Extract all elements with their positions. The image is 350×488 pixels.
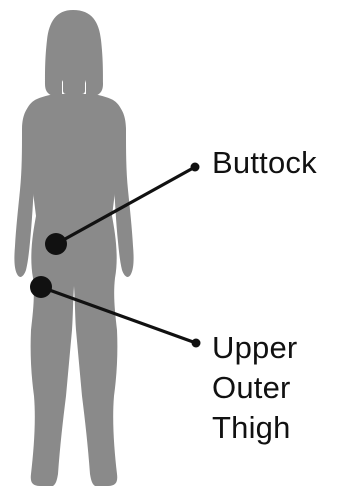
buttock-label: Buttock: [212, 146, 317, 180]
thigh-label-line-1: Upper: [212, 328, 297, 368]
female-silhouette: [14, 10, 133, 486]
upper-outer-thigh-label: Upper Outer Thigh: [212, 328, 297, 448]
thigh-marker-dot: [30, 276, 52, 298]
buttock-marker-dot: [45, 233, 67, 255]
thigh-leader-end-dot: [192, 339, 201, 348]
thigh-label-line-3: Thigh: [212, 408, 297, 448]
thigh-label-line-2: Outer: [212, 368, 297, 408]
buttock-leader-end-dot: [191, 163, 200, 172]
